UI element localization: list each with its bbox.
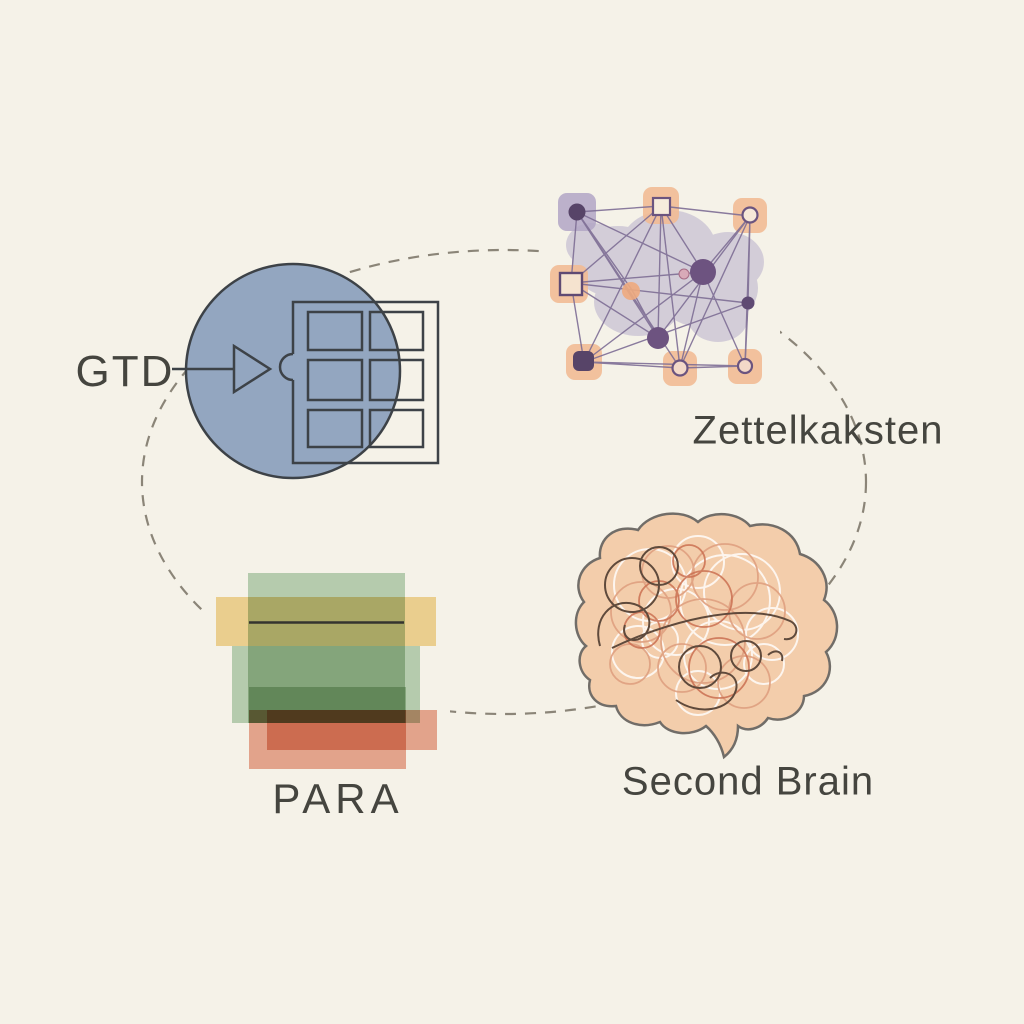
second-brain-icon [574, 512, 839, 760]
dashed-connector-ellipse [140, 248, 868, 716]
network-node [678, 268, 690, 280]
para-label: PARA [272, 775, 404, 822]
gtd-funnel-circle-grid-icon [172, 262, 440, 480]
second-brain-label: Second Brain [621, 759, 875, 804]
network-node [736, 357, 754, 375]
gtd-grid [291, 300, 440, 465]
gtd-arrow-icon [172, 343, 273, 395]
network-node [568, 203, 586, 221]
network-node [651, 196, 672, 217]
network-node [647, 327, 669, 349]
network-node [741, 296, 755, 310]
para-layer-red [249, 710, 406, 769]
gtd-label: GTD [75, 347, 175, 396]
network-node [671, 359, 689, 377]
grid-notch [280, 354, 306, 380]
network-node [558, 271, 584, 297]
network-node [622, 282, 640, 300]
network-node [741, 206, 759, 224]
network-nodes [558, 196, 759, 377]
brain-swirls [597, 535, 799, 716]
grid-notch-outline [278, 352, 294, 382]
network-node [573, 351, 594, 371]
zettelkasten-network-graph-icon [545, 180, 780, 395]
network-node [690, 259, 716, 285]
zettelkasten-label: Zettelkaksten [692, 408, 944, 453]
para-stacked-layers-icon [205, 558, 450, 780]
